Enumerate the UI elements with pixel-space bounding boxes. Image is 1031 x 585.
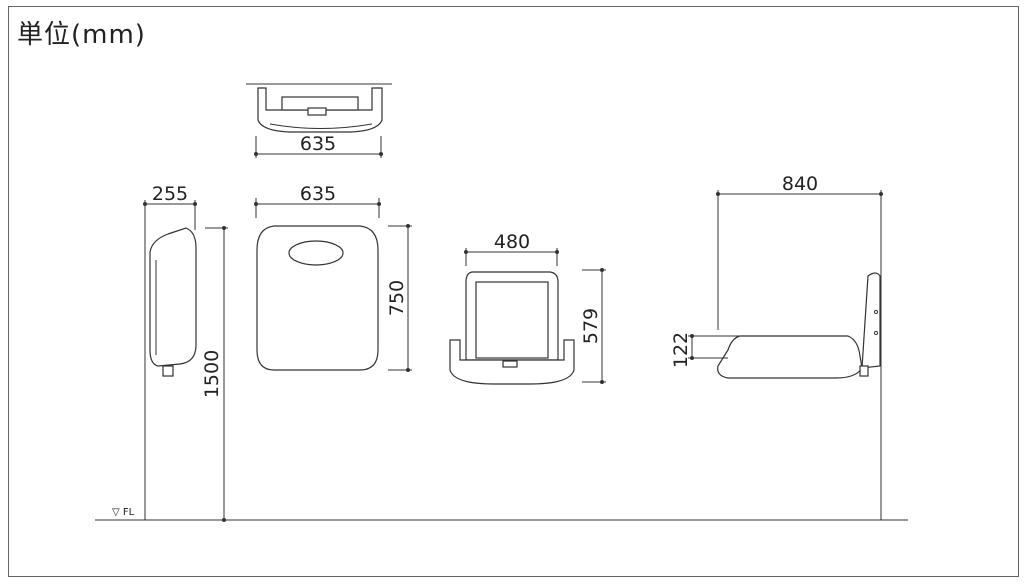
side-view-closed: 255 1500 (143, 183, 228, 522)
dim-front-height: 750 (386, 280, 408, 316)
drawing-frame (8, 6, 1019, 577)
dim-front-width: 635 (300, 183, 336, 205)
dim-seat-thickness: 122 (670, 332, 692, 368)
floor-label: ▽ FL (112, 507, 135, 518)
dim-top-width: 635 (300, 133, 336, 155)
front-view-closed: 635 750 (254, 183, 412, 372)
unit-label: 単位(mm) (17, 20, 146, 50)
side-view-open: 840 122 (670, 173, 883, 520)
dim-open-side-depth: 840 (782, 173, 818, 195)
dim-side-depth: 255 (152, 183, 188, 205)
dim-open-height: 579 (580, 308, 602, 344)
dim-side-height: 1500 (201, 350, 223, 398)
top-view: 635 (246, 83, 392, 158)
front-view-open: 480 579 (449, 231, 606, 385)
dim-open-width: 480 (494, 231, 530, 253)
